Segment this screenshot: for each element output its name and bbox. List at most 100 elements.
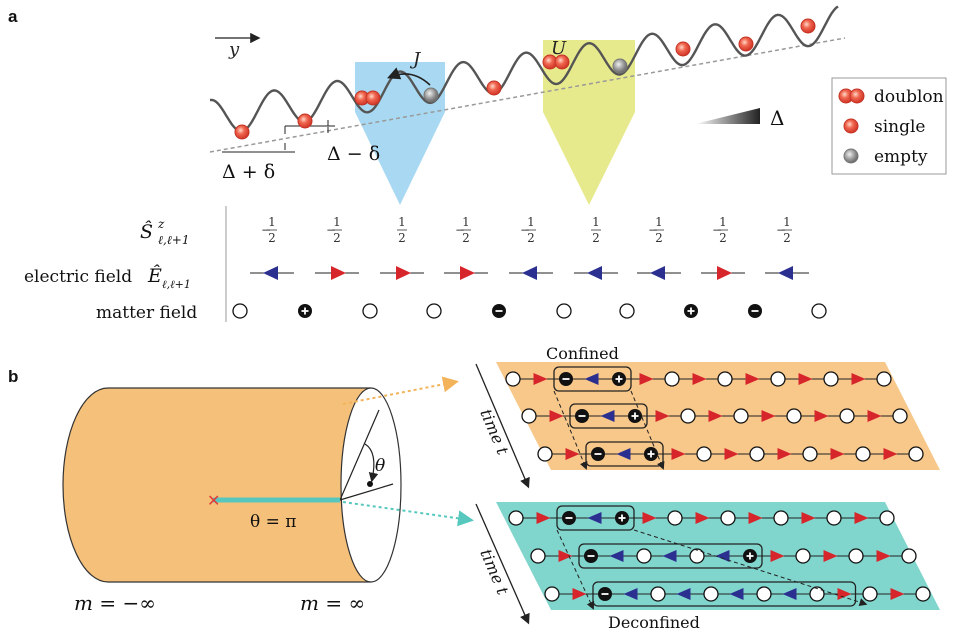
svg-text:1: 1 <box>719 215 727 229</box>
field-arrow-left <box>600 410 615 422</box>
matter-empty <box>508 510 524 526</box>
empty-atom <box>423 87 439 103</box>
single-atom <box>486 80 502 96</box>
electric-field-arrow-left <box>765 266 809 280</box>
matter-empty <box>544 586 560 602</box>
svg-text:2: 2 <box>333 231 341 245</box>
matter-empty <box>749 446 765 462</box>
matter-empty <box>786 408 802 424</box>
electric-field-arrow-left <box>250 266 294 280</box>
field-arrow-right <box>851 373 866 385</box>
deconfined-label: Deconfined <box>608 613 700 632</box>
field-arrow-left <box>715 550 730 562</box>
matter-empty <box>717 371 733 387</box>
matter-minus <box>748 304 762 318</box>
matter-minus <box>562 511 576 525</box>
matter-plus <box>644 447 658 461</box>
m-left-label: m = −∞ <box>74 591 156 615</box>
pair-box <box>578 543 763 569</box>
field-arrow-right <box>671 448 686 460</box>
field-arrow-left <box>587 512 602 524</box>
matter-empty <box>733 408 749 424</box>
deconfined-trace-left <box>556 529 595 610</box>
spin-value: −12 <box>326 215 342 245</box>
svg-text:2: 2 <box>592 231 600 245</box>
matter-empty <box>650 586 666 602</box>
matter-empty <box>636 548 652 564</box>
field-arrow-right <box>830 448 845 460</box>
matter-empty <box>773 510 789 526</box>
field-arrow-right <box>558 550 573 562</box>
time-arrow-deconfined <box>475 503 530 625</box>
deconfined-trace-right <box>633 529 868 606</box>
electric-field-arrow-right <box>380 266 424 280</box>
matter-empty <box>680 408 696 424</box>
spin-value: −12 <box>712 215 728 245</box>
matter-empty <box>892 408 908 424</box>
matter-empty <box>855 446 871 462</box>
time-label-confined: time t <box>476 406 512 458</box>
empty-atom <box>612 58 628 74</box>
field-arrow-right <box>801 512 816 524</box>
matter-empty <box>839 408 855 424</box>
matter-empty <box>848 548 864 564</box>
svg-text:2: 2 <box>268 231 276 245</box>
svg-text:1: 1 <box>655 215 663 229</box>
matter-empty <box>521 408 537 424</box>
hopping-label: J <box>409 49 422 70</box>
chain-row <box>537 441 924 467</box>
electric-symbol: Ê <box>147 264 162 287</box>
svg-text:2: 2 <box>462 231 470 245</box>
field-arrow-left <box>623 588 638 600</box>
field-arrow-right <box>770 550 785 562</box>
field-arrow-right <box>823 550 838 562</box>
field-arrow-right <box>876 550 891 562</box>
svg-text:1: 1 <box>462 215 470 229</box>
spin-row-label: Ŝ z ℓ,ℓ+1 <box>140 217 190 247</box>
spin-symbol: Ŝ <box>140 220 153 243</box>
spin-value: −12 <box>455 215 471 245</box>
electric-field-row <box>250 266 809 280</box>
matter-empty <box>876 371 892 387</box>
matter-empty <box>505 371 521 387</box>
field-arrow-right <box>837 588 852 600</box>
field-arrow-right <box>533 373 548 385</box>
field-arrow-right <box>814 410 829 422</box>
field-arrow-right <box>883 448 898 460</box>
field-arrow-left <box>616 448 631 460</box>
svg-text:1: 1 <box>783 215 791 229</box>
electric-field-arrow-right <box>701 266 745 280</box>
empty-atom <box>843 148 859 164</box>
spin-value: 12 <box>397 215 407 245</box>
field-arrow-right <box>854 512 869 524</box>
matter-empty <box>619 303 635 319</box>
matter-empty <box>667 510 683 526</box>
cylinder: θ ✕ θ = π m = −∞ m = ∞ <box>62 387 402 615</box>
chain-row <box>505 366 892 392</box>
deconfined-chains <box>508 505 931 610</box>
svg-text:2: 2 <box>655 231 663 245</box>
field-arrow-right <box>708 410 723 422</box>
chain-row <box>544 581 931 607</box>
tilt-dashed-line <box>209 37 846 153</box>
legend-empty-label: empty <box>874 147 928 167</box>
single-atom <box>738 36 754 52</box>
spin-superscript: z <box>157 217 165 231</box>
chain-row <box>521 403 908 429</box>
electric-field-arrow-left <box>509 266 553 280</box>
chain-row <box>508 505 895 531</box>
svg-text:2: 2 <box>783 231 791 245</box>
matter-empty <box>232 303 248 319</box>
pair-box <box>553 366 632 392</box>
svg-text:2: 2 <box>398 231 406 245</box>
pair-box <box>592 581 857 607</box>
tilt-wedge <box>695 108 760 124</box>
single-atom <box>234 124 250 140</box>
matter-empty <box>901 548 917 564</box>
single-atom <box>554 54 570 70</box>
confined-connector <box>342 376 459 405</box>
pair-box <box>585 441 664 467</box>
offset-plus-label: Δ + δ <box>222 161 275 183</box>
